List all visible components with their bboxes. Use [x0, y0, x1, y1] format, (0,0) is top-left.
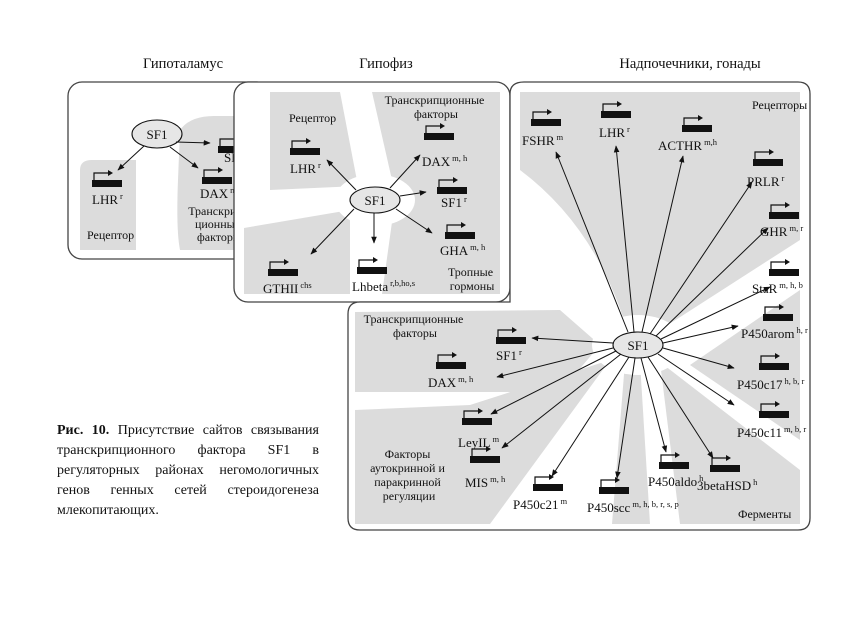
gene-icon: [496, 327, 526, 344]
category-receptor: Рецептор: [87, 228, 134, 242]
gene-icon: [759, 401, 789, 418]
gene-icon: [601, 101, 631, 118]
gene-icon: [470, 446, 500, 463]
gene-icon: [769, 202, 799, 219]
sf1-node-label: SF1: [365, 193, 386, 208]
category-receptors: Рецепторы: [752, 98, 807, 112]
gene-icon: [710, 455, 740, 472]
gene-icon: [753, 149, 783, 166]
figure-caption: Рис. 10. Присутствие сайтов связывания т…: [57, 421, 319, 521]
caption-text: Присутствие сайтов связывания транскрипц…: [57, 423, 319, 518]
category-enzymes: Ферменты: [738, 507, 791, 521]
gene-icon: [533, 474, 563, 491]
gene-icon: [424, 123, 454, 140]
category-tf: Транскрипционные факторы: [385, 93, 488, 121]
category-tf: Транскрип- ционные факторы: [188, 204, 250, 244]
gene-icon: [445, 222, 475, 239]
sf1-node-label: SF1: [147, 127, 168, 142]
gene-icon: [290, 138, 320, 155]
category-hormones: Тропные гормоны: [448, 265, 496, 293]
title-pituitary: Гипофиз: [359, 56, 413, 72]
gene-icon: [659, 452, 689, 469]
sf1-node-hypothalamus: [131, 119, 183, 149]
sf1-node-label: SF1: [628, 338, 649, 353]
gene-icon: [769, 259, 799, 276]
gene-icon: [202, 167, 232, 184]
gene-icon: [759, 353, 789, 370]
gene-icon: [268, 259, 298, 276]
title-hypothalamus: Гипоталамус: [143, 56, 223, 72]
sf1-node-pituitary: [349, 186, 401, 214]
category-autocrine: Факторы аутокринной и паракринной регуля…: [370, 447, 448, 503]
gene-icon: [763, 304, 793, 321]
gene-icon: [599, 477, 629, 494]
gene-icon: [92, 170, 122, 187]
gene-icon: [437, 177, 467, 194]
category-tf: Транскрипционные факторы: [364, 312, 467, 340]
caption-label: Рис. 10.: [57, 423, 110, 438]
gene-icon: [531, 109, 561, 126]
title-adrenal-gonads: Надпочечники, гонады: [619, 56, 761, 72]
gene-icon: [436, 352, 466, 369]
gene-icon: [357, 257, 387, 274]
category-receptor: Рецептор: [289, 111, 336, 125]
gene-icon: [462, 408, 492, 425]
gene-icon: [682, 115, 712, 132]
sf1-node-adrenal: [612, 331, 664, 359]
